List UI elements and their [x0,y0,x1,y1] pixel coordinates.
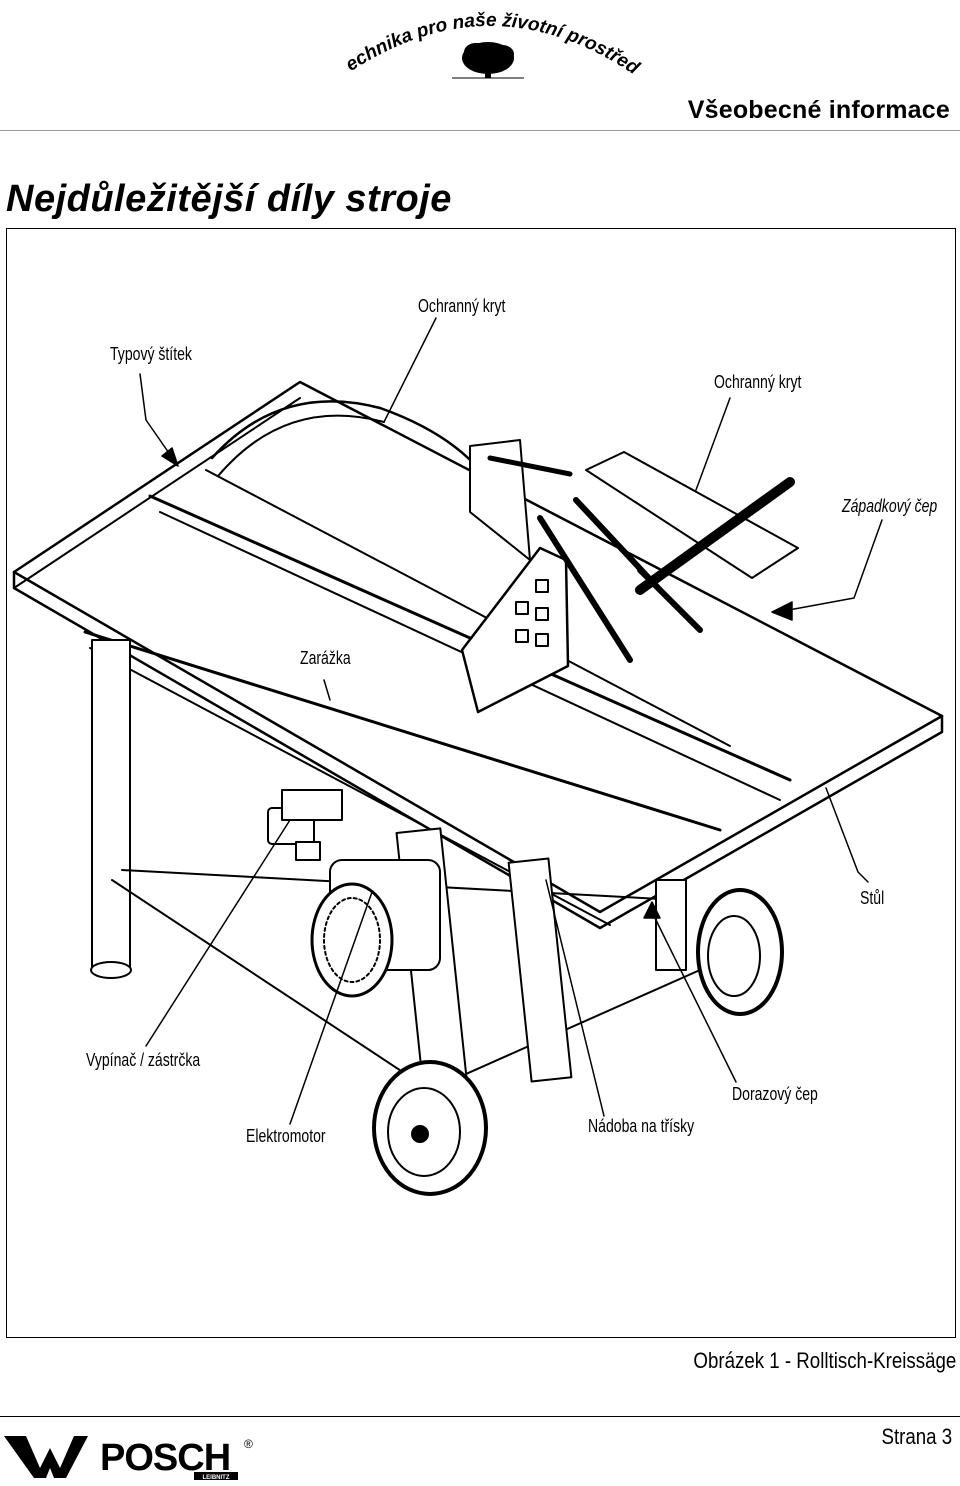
pointer-lines [139,317,883,1125]
label-elektromotor: Elektromotor [246,1126,326,1146]
label-zapadkovy-cep: Západkový čep [842,496,938,516]
section-title: Všeobecné informace [687,96,950,124]
page-title: Nejdůležitější díly stroje [6,178,452,220]
label-zarazka: Zarážka [300,648,351,668]
fence-bracket [460,451,799,714]
header-divider [0,130,960,131]
label-ochranny-kryt-right: Ochranný kryt [714,372,802,392]
figure-frame [6,228,956,1338]
label-stul: Stůl [860,888,885,908]
wheels [372,888,784,1196]
brand-sub: LEIBNITZ [203,1475,230,1481]
label-nadoba: Nádoba na třísky [588,1116,695,1136]
motor [310,859,441,998]
header-logo: Technika pro naše životní prostředí [330,0,643,79]
page-number: Strana 3 [881,1424,952,1449]
posch-mark-icon [4,1436,88,1478]
registered-mark: ® [244,1437,253,1451]
posch-logo: POSCH LEIBNITZ ® [4,1436,253,1481]
label-ochranny-kryt-top: Ochranný kryt [418,296,506,316]
figure-caption: Obrázek 1 - Rolltisch-Kreissäge [693,1348,956,1373]
label-dorazovy-cep: Dorazový čep [732,1084,818,1104]
footer-divider [0,1416,960,1417]
switch-box [267,789,343,861]
label-vypinac: Vypínač / zástrčka [86,1050,201,1070]
label-typovy-stitek: Typový štítek [110,344,192,364]
blade-guard [210,400,531,561]
tree-icon [452,42,524,79]
